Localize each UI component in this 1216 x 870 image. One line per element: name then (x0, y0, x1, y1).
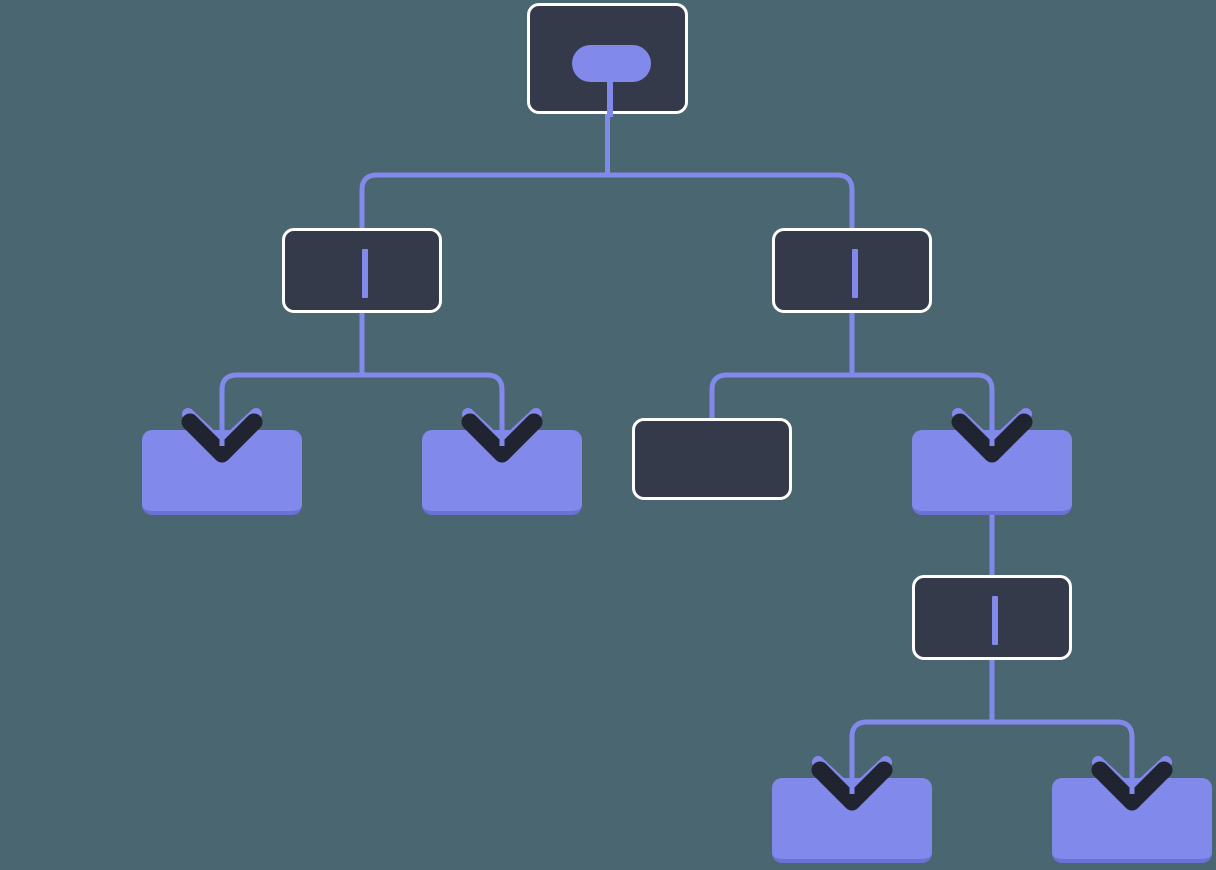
branch-node-left[interactable] (282, 228, 442, 313)
leaf-node-b[interactable] (422, 430, 582, 515)
branch-node-right-bar (852, 249, 858, 298)
leaf-node-f-label (1052, 778, 1212, 859)
branch-node-right[interactable] (772, 228, 932, 313)
leaf-node-c[interactable] (632, 418, 792, 500)
leaf-node-e-label (772, 778, 932, 859)
branch-node-d-label (912, 430, 1072, 511)
root-node-stem (607, 76, 613, 117)
leaf-node-e[interactable] (772, 778, 932, 863)
root-node[interactable] (527, 3, 688, 117)
sub-branch-node-bar (992, 596, 998, 645)
leaf-node-b-label (422, 430, 582, 511)
leaf-node-f[interactable] (1052, 778, 1212, 863)
sub-branch-node[interactable] (912, 575, 1072, 660)
branch-node-d[interactable] (912, 430, 1072, 515)
branch-node-left-bar (362, 249, 368, 298)
root-node-pill (572, 45, 651, 82)
leaf-node-a[interactable] (142, 430, 302, 515)
leaf-node-a-label (142, 430, 302, 511)
leaf-node-c-label (635, 421, 789, 497)
